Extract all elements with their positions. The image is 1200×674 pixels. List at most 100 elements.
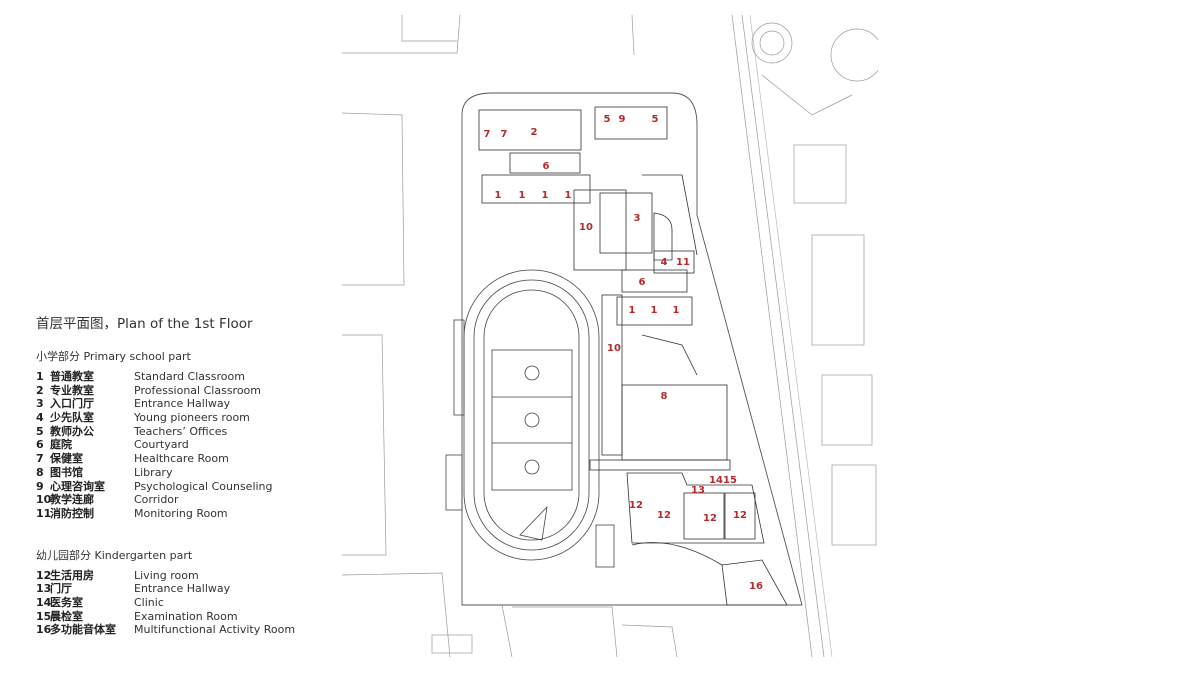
floor-plan-drawing: 7 7 2 5 9 5 6 1 1 1 1 3 10 4 11 6 1 1 1 … — [342, 15, 878, 657]
room-label: 7 — [501, 129, 508, 140]
room-label: 1 — [673, 305, 680, 316]
legend-cn: 心理咨询室 — [50, 479, 105, 493]
legend-num: 10 — [36, 493, 52, 507]
primary-section-title: 小学部分 Primary school part — [36, 350, 191, 363]
legend-en: Monitoring Room — [134, 506, 228, 520]
legend-cn: 专业教室 — [50, 383, 94, 397]
legend-cn: 保健室 — [50, 452, 83, 466]
legend-item: 8 图书馆 Library — [36, 466, 336, 480]
room-label: 6 — [543, 161, 550, 172]
room-label: 1 — [629, 305, 636, 316]
street-block — [342, 334, 387, 556]
south-building — [512, 606, 618, 657]
legend-num: 16 — [36, 623, 52, 637]
kindergarten-section-title: 幼儿园部分 Kindergarten part — [36, 548, 193, 562]
kindergarten-building — [626, 472, 788, 606]
legend-en: Entrance Hallway — [134, 582, 231, 596]
legend-cn: 多功能音体室 — [50, 623, 116, 637]
legend-en: Multifunctional Activity Room — [134, 623, 296, 637]
small-rooms — [653, 250, 695, 274]
south-building — [431, 634, 473, 654]
legend-num: 8 — [36, 465, 44, 479]
road-edge — [749, 15, 833, 657]
room-label: 16 — [749, 581, 763, 592]
legend-num: 6 — [36, 438, 44, 452]
legend-num: 9 — [36, 479, 44, 493]
classroom-row-south — [616, 296, 693, 326]
room-labels: 7 7 2 5 9 5 6 1 1 1 1 3 10 4 11 6 1 1 1 … — [484, 114, 763, 592]
room-label: 10 — [579, 222, 593, 233]
primary-school-building — [478, 106, 731, 471]
room-label: 11 — [676, 257, 690, 268]
legend-cn: 入口门厅 — [50, 397, 94, 411]
room-label: 9 — [619, 114, 626, 125]
room-label: 7 — [484, 129, 491, 140]
stair-line — [642, 174, 698, 256]
legend-en: Examination Room — [134, 609, 238, 623]
south-building — [501, 604, 513, 657]
legend-en: Professional Classroom — [134, 383, 261, 397]
street-block — [342, 112, 405, 286]
legend-cn: 晨检室 — [50, 609, 83, 623]
neighbor-building — [821, 374, 873, 446]
legend-num: 5 — [36, 424, 44, 438]
legend-cn: 图书馆 — [50, 465, 83, 479]
long-jump-pit — [519, 505, 548, 541]
entrance-hall — [599, 192, 653, 254]
garden-curve — [631, 542, 723, 566]
legend-en: Healthcare Room — [134, 452, 229, 466]
room-label: 3 — [634, 213, 641, 224]
gate-house — [595, 524, 615, 568]
neighbor-building — [811, 234, 865, 346]
legend-num: 2 — [36, 383, 44, 397]
north-offices — [594, 106, 668, 140]
corridor-west — [573, 189, 627, 271]
running-track-lane — [473, 279, 590, 551]
legend-en: Standard Classroom — [134, 370, 245, 383]
side-building — [445, 454, 463, 511]
legend-en: Teachers’ Offices — [134, 424, 228, 438]
legend-num: 7 — [36, 452, 44, 466]
curved-hall — [653, 212, 673, 261]
living-room-block — [683, 492, 725, 540]
site-context — [342, 15, 878, 657]
room-label: 4 — [661, 257, 668, 268]
north-wing — [478, 109, 582, 151]
library — [621, 384, 728, 461]
room-label: 13 — [691, 485, 705, 496]
legend-en: Clinic — [134, 595, 164, 609]
legend-cn: 庭院 — [50, 438, 72, 452]
legend-num: 1 — [36, 370, 44, 383]
roundabout — [759, 30, 785, 56]
legend-en: Library — [134, 465, 173, 479]
room-label: 1 — [542, 190, 549, 201]
roundabout — [751, 22, 793, 64]
site-boundary — [461, 92, 803, 606]
legend-cn: 医务室 — [50, 595, 83, 609]
south-wall — [589, 459, 731, 471]
kindergarten-block — [626, 472, 765, 544]
legend-en: Psychological Counseling — [134, 479, 273, 493]
floor-plan: 7 7 2 5 9 5 6 1 1 1 1 3 10 4 11 6 1 1 1 … — [342, 15, 878, 657]
court-circle — [524, 365, 540, 381]
legend-num: 3 — [36, 397, 44, 411]
landscape-path — [761, 74, 853, 116]
bleachers — [453, 319, 465, 416]
legend-cn: 门厅 — [50, 582, 72, 596]
legend-item: 2 专业教室 Professional Classroom — [36, 384, 336, 398]
room-label: 14 — [709, 475, 723, 486]
street-edge — [342, 572, 451, 657]
neighbor-building — [831, 464, 877, 546]
neighbor-building — [793, 144, 847, 204]
